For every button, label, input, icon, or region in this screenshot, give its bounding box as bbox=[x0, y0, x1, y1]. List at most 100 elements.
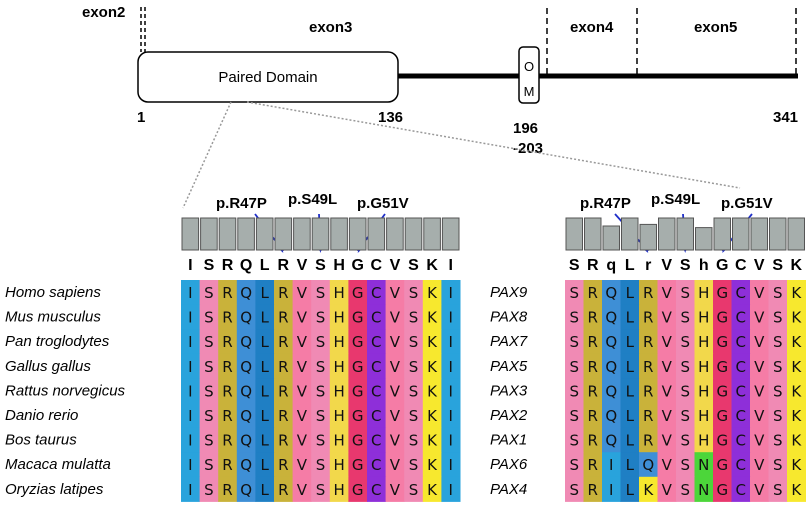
exon4-label: exon4 bbox=[570, 19, 614, 36]
residue-cell bbox=[731, 427, 751, 453]
residue-letter: K bbox=[427, 333, 438, 351]
residue-letter: C bbox=[371, 358, 381, 376]
residue-letter: S bbox=[409, 481, 419, 499]
residue-letter: K bbox=[791, 382, 802, 400]
residue-cell bbox=[385, 452, 405, 478]
residue-cell bbox=[676, 403, 695, 429]
residue-letter: R bbox=[588, 358, 598, 376]
position-341: 341 bbox=[773, 109, 798, 126]
conservation-bar bbox=[348, 217, 367, 251]
residue-cell bbox=[199, 280, 219, 306]
consensus-residue: S bbox=[315, 257, 326, 274]
residue-cell bbox=[274, 280, 294, 306]
residue-letter: S bbox=[680, 309, 690, 327]
residue-letter: H bbox=[698, 407, 709, 425]
residue-cell bbox=[639, 280, 658, 306]
residue-letter: Q bbox=[240, 333, 252, 351]
residue-letter: S bbox=[569, 358, 579, 376]
residue-cell bbox=[657, 280, 677, 306]
residue-cell bbox=[292, 476, 312, 502]
residue-letter: S bbox=[409, 333, 419, 351]
paired-domain-label: Paired Domain bbox=[218, 69, 317, 86]
residue-cell bbox=[565, 304, 584, 330]
pax-label: PAX7 bbox=[490, 333, 528, 350]
residue-letter: C bbox=[736, 456, 746, 474]
residue-cell bbox=[639, 378, 658, 404]
residue-cell bbox=[348, 304, 368, 330]
residue-letter: R bbox=[643, 284, 653, 302]
residue-letter: R bbox=[278, 284, 288, 302]
residue-cell bbox=[441, 329, 461, 355]
residue-letter: C bbox=[736, 481, 746, 499]
residue-cell bbox=[750, 476, 769, 502]
residue-cell bbox=[236, 427, 256, 453]
residue-cell bbox=[367, 476, 387, 502]
residue-letter: S bbox=[409, 407, 419, 425]
residue-cell bbox=[731, 304, 751, 330]
residue-letter: Q bbox=[240, 432, 252, 450]
conservation-bar bbox=[255, 217, 274, 251]
residue-letter: S bbox=[204, 456, 214, 474]
residue-cell bbox=[385, 378, 405, 404]
residue-cell bbox=[422, 452, 442, 478]
residue-letter: C bbox=[371, 481, 381, 499]
residue-letter: R bbox=[278, 407, 288, 425]
residue-cell bbox=[694, 427, 714, 453]
residue-cell bbox=[329, 329, 349, 355]
residue-cell bbox=[694, 329, 714, 355]
residue-cell bbox=[602, 304, 621, 330]
residue-cell bbox=[620, 476, 640, 502]
residue-letter: L bbox=[626, 309, 635, 327]
residue-cell bbox=[311, 353, 331, 379]
residue-cell bbox=[292, 427, 312, 453]
residue-cell bbox=[676, 304, 695, 330]
residue-cell bbox=[181, 280, 201, 306]
residue-letter: I bbox=[188, 382, 192, 400]
residue-letter: G bbox=[352, 481, 364, 499]
conservation-bar bbox=[330, 217, 348, 251]
residue-letter: L bbox=[261, 309, 270, 327]
residue-letter: V bbox=[662, 333, 673, 351]
residue-letter: S bbox=[569, 407, 579, 425]
residue-cell bbox=[236, 353, 256, 379]
exon3-label: exon3 bbox=[309, 19, 352, 36]
residue-cell bbox=[367, 304, 387, 330]
residue-letter: R bbox=[222, 432, 232, 450]
residue-cell bbox=[620, 427, 640, 453]
residue-cell bbox=[583, 353, 603, 379]
residue-letter: V bbox=[390, 309, 401, 327]
residue-cell bbox=[311, 378, 331, 404]
residue-letter: I bbox=[448, 407, 452, 425]
residue-letter: I bbox=[448, 309, 452, 327]
residue-letter: V bbox=[754, 333, 765, 351]
residue-letter: S bbox=[773, 407, 783, 425]
residue-cell bbox=[602, 280, 621, 306]
residue-cell bbox=[218, 329, 238, 355]
residue-cell bbox=[583, 329, 603, 355]
residue-letter: H bbox=[333, 309, 344, 327]
residue-letter: C bbox=[736, 432, 746, 450]
residue-cell bbox=[348, 378, 368, 404]
residue-letter: R bbox=[643, 358, 653, 376]
residue-letter: G bbox=[716, 333, 728, 351]
residue-letter: S bbox=[316, 432, 326, 450]
residue-letter: S bbox=[569, 456, 579, 474]
residue-letter: S bbox=[204, 333, 214, 351]
residue-letter: K bbox=[791, 333, 802, 351]
residue-cell bbox=[602, 427, 621, 453]
residue-letter: V bbox=[662, 432, 673, 450]
residue-letter: S bbox=[316, 284, 326, 302]
residue-letter: S bbox=[409, 309, 419, 327]
residue-letter: R bbox=[278, 382, 288, 400]
residue-cell bbox=[639, 403, 658, 429]
residue-cell bbox=[676, 353, 695, 379]
residue-letter: C bbox=[736, 382, 746, 400]
residue-letter: R bbox=[588, 407, 598, 425]
residue-cell bbox=[620, 329, 640, 355]
exon2-label: exon2 bbox=[82, 4, 125, 21]
residue-cell bbox=[292, 329, 312, 355]
residue-cell bbox=[292, 304, 312, 330]
residue-letter: K bbox=[427, 309, 438, 327]
